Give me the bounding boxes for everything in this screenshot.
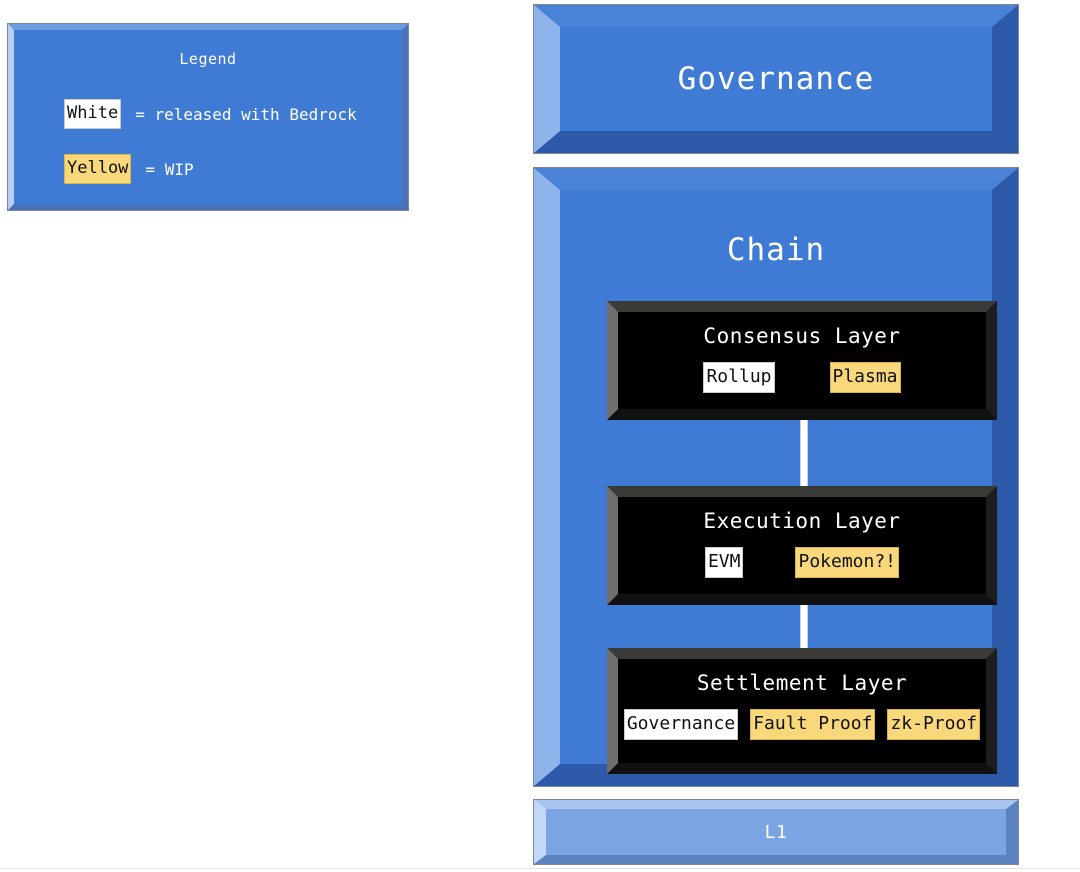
consensus-item-plasma: Plasma bbox=[829, 362, 901, 393]
legend-title: Legend bbox=[179, 50, 237, 68]
l1-label: L1 bbox=[764, 821, 788, 843]
legend-description-white: = released with Bedrock bbox=[135, 104, 357, 124]
legend-row-white: White = released with Bedrock bbox=[64, 99, 357, 129]
legend-chip-white: White bbox=[64, 99, 122, 129]
connector-execution-to-settlement bbox=[800, 605, 808, 648]
legend-row-yellow: Yellow = WIP bbox=[64, 154, 194, 184]
execution-layer-title: Execution Layer bbox=[703, 509, 901, 533]
settlement-layer-box: Settlement Layer Governance Fault Proof … bbox=[607, 648, 997, 774]
execution-item-pokemon: Pokemon?! bbox=[795, 547, 900, 578]
settlement-layer-items: Governance Fault Proof zk-Proof bbox=[618, 709, 986, 740]
settlement-item-zk-proof: zk-Proof bbox=[887, 709, 981, 740]
consensus-item-rollup: Rollup bbox=[703, 362, 775, 393]
legend-box: Legend White = released with Bedrock Yel… bbox=[7, 23, 409, 211]
l1-box: L1 bbox=[533, 799, 1019, 865]
consensus-layer-title: Consensus Layer bbox=[703, 324, 901, 348]
legend-chip-yellow: Yellow bbox=[64, 154, 132, 184]
execution-item-evm: EVM bbox=[704, 547, 744, 578]
consensus-layer-items: Rollup Plasma bbox=[618, 362, 986, 393]
governance-label: Governance bbox=[677, 61, 875, 97]
governance-box: Governance bbox=[533, 4, 1019, 154]
settlement-layer-title: Settlement Layer bbox=[696, 671, 908, 695]
chain-box: Chain Consensus Layer Rollup Plasma Exec… bbox=[533, 167, 1019, 787]
bottom-divider bbox=[0, 868, 1080, 869]
settlement-item-governance: Governance bbox=[623, 709, 739, 740]
consensus-layer-box: Consensus Layer Rollup Plasma bbox=[607, 301, 997, 420]
execution-layer-box: Execution Layer EVM Pokemon?! bbox=[607, 486, 997, 605]
chain-label: Chain bbox=[726, 232, 826, 268]
settlement-item-fault-proof: Fault Proof bbox=[750, 709, 876, 740]
legend-description-yellow: = WIP bbox=[145, 159, 194, 179]
connector-consensus-to-execution bbox=[800, 420, 808, 486]
execution-layer-items: EVM Pokemon?! bbox=[618, 547, 986, 578]
